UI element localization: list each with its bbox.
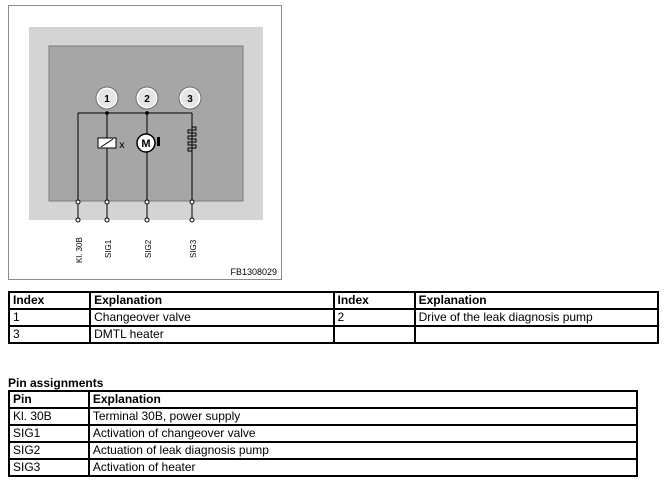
table-row: 1 Changeover valve 2 Drive of the leak d… (7, 308, 660, 327)
pin-number-badge-2: 2 (135, 86, 159, 110)
table-cell: 2 (332, 308, 416, 327)
svg-text:1: 1 (104, 94, 110, 105)
column-header: Explanation (89, 291, 335, 310)
table-cell: SIG1 (8, 424, 90, 443)
circuit-diagram-graphic: x M 1 2 3 (29, 27, 263, 263)
pin-label-sig3: SIG3 (189, 239, 198, 258)
table-cell: 1 (7, 308, 92, 327)
column-header: Index (332, 291, 416, 310)
table-cell: Terminal 30B, power supply (87, 407, 639, 426)
svg-text:3: 3 (187, 94, 193, 105)
svg-text:x: x (119, 140, 125, 151)
circuit-diagram: x M 1 2 3 (8, 5, 282, 280)
column-header: Pin (8, 390, 90, 409)
heater-symbol (187, 126, 197, 152)
svg-text:M: M (141, 138, 150, 150)
table-cell: SIG3 (8, 458, 90, 477)
pin-number-badge-1: 1 (95, 86, 119, 110)
column-header: Explanation (413, 291, 660, 310)
table-cell: Changeover valve (89, 308, 335, 327)
pin-label-sig2: SIG2 (144, 239, 153, 258)
pin-label-kl30b: Kl. 30B (75, 237, 84, 263)
table-cell: 3 (7, 325, 92, 344)
column-header: Explanation (87, 390, 639, 409)
table-cell (332, 325, 416, 344)
table-row: SIG1 Activation of changeover valve (8, 424, 639, 443)
table-row: 3 DMTL heater (7, 325, 660, 344)
table-row: Kl. 30B Terminal 30B, power supply (8, 407, 639, 426)
table-cell: Actuation of leak diagnosis pump (87, 441, 639, 460)
table-row: SIG2 Actuation of leak diagnosis pump (8, 441, 639, 460)
index-table: Index Explanation Index Explanation 1 Ch… (7, 291, 660, 344)
table-cell: DMTL heater (89, 325, 335, 344)
table-header-row: Pin Explanation (8, 390, 639, 409)
pin-number-badge-3: 3 (178, 86, 202, 110)
table-cell: Kl. 30B (8, 407, 90, 426)
pin-label-sig1: SIG1 (104, 239, 113, 258)
table-cell (413, 325, 660, 344)
motor-symbol (136, 133, 156, 153)
table-row: SIG3 Activation of heater (8, 458, 639, 477)
column-header: Index (7, 291, 92, 310)
svg-text:2: 2 (144, 94, 150, 105)
table-cell: Activation of changeover valve (87, 424, 639, 443)
figure-code: FB1308029 (230, 267, 277, 277)
table-header-row: Index Explanation Index Explanation (7, 291, 660, 310)
pin-assignments-title: Pin assignments (8, 376, 104, 390)
pin-assignments-table: Pin Explanation Kl. 30B Terminal 30B, po… (8, 390, 639, 477)
table-cell: SIG2 (8, 441, 90, 460)
inner-panel (48, 45, 244, 202)
table-cell: Drive of the leak diagnosis pump (413, 308, 660, 327)
table-cell: Activation of heater (87, 458, 639, 477)
